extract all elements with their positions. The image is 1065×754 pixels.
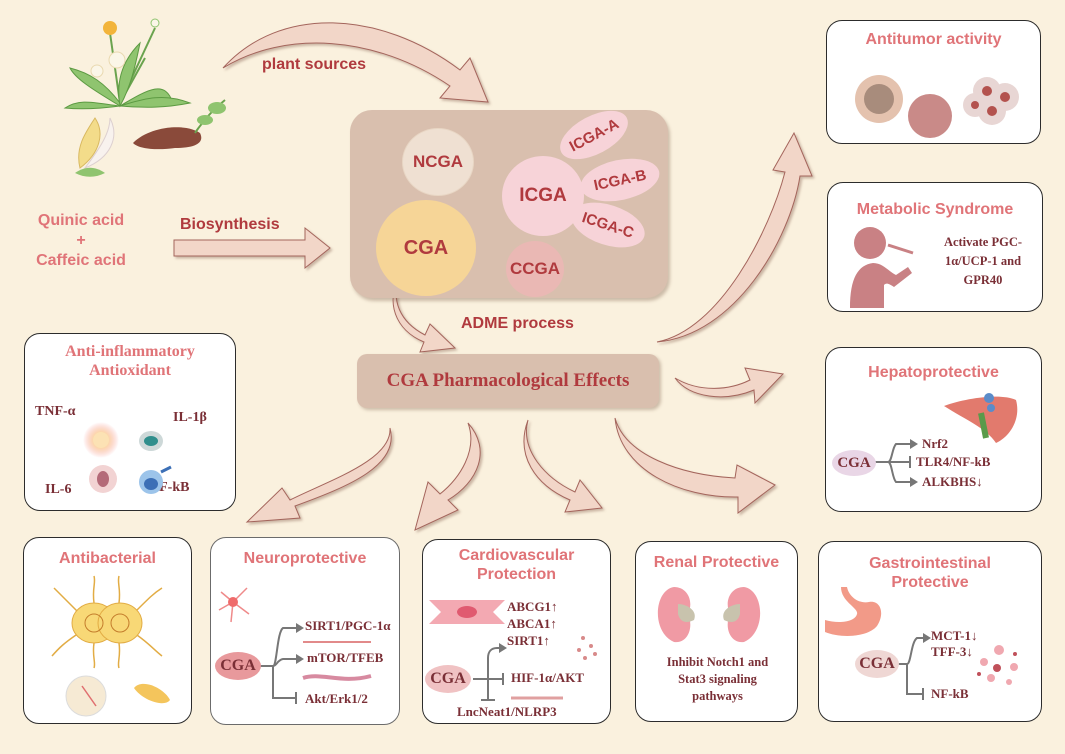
hepato-cga: CGA [832,450,876,476]
plant-illustrations [55,8,235,178]
card-metabolic: Metabolic Syndrome Activate PGC- 1α/UCP-… [827,182,1043,312]
gastro-target-list: MCT-1↓ TFF-3↓ [931,628,977,660]
hub-box: CGA Pharmacological Effects [357,354,659,408]
arrow-to-cardio [523,419,603,513]
gastro-target-mct1: MCT-1↓ [931,628,978,643]
neuro-target-mtor: mTOR/TFEB [307,650,384,665]
antibacterial-title: Antibacterial [59,550,156,567]
arrow-to-antitumor [656,131,813,343]
arrow-to-hepato [674,367,785,405]
card-antibacterial: Antibacterial [23,537,192,724]
cardio-inhibit-hif: HIF-1α/AKT [511,670,584,685]
inflammatory-title-line2: Antioxidant [89,362,171,379]
kidneys-icon [657,587,761,643]
hepato-title: Hepatoprotective [868,364,999,381]
honeysuckle-icon [75,117,115,177]
neuro-target-akt: Akt/Erk1/2 [305,691,368,706]
marker-tnf-alpha: TNF-α [35,404,76,419]
metabolic-text: Activate PGC- 1α/UCP-1 and GPR40 [928,233,1038,290]
cardio-up-abca1: ABCA1↑ [507,616,557,631]
metabolic-text-line2: 1α/UCP-1 and [944,254,1022,268]
cardio-branch-arrows [473,643,563,701]
isomer-ncga: NCGA [402,128,474,196]
card-renal: Renal Protective Inhibit Notch1 and Stat… [635,541,798,722]
cardio-up-list: ABCG1↑ ABCA1↑ SIRT1↑ [507,598,558,649]
immune-cells-icon [83,422,172,494]
neuro-branch-arrows [259,623,372,704]
antitumor-title: Antitumor activity [865,31,1002,48]
person-eating-icon [850,227,914,308]
cardio-title-line2: Protection [476,566,557,583]
card-neuroprotective: Neuroprotective CGA SIRT1/PGC-1α mTOR/TF… [210,537,400,725]
cardio-up-abcg1: ABCG1↑ [507,599,558,614]
metabolic-text-line1: Activate PGC- [943,235,1023,249]
card-gastrointestinal: Gastrointestinal Protective CGA MCT-1↓ T… [818,541,1042,722]
hub-title: CGA Pharmacological Effects [386,370,630,391]
marker-il-6: IL-6 [45,482,72,497]
inflammatory-title: Anti-inflammatory Antioxidant [25,342,235,380]
plant-sources-label: plant sources [262,56,367,73]
arrow-plant-sources [222,22,489,103]
card-hepatoprotective: Hepatoprotective CGA Nrf2 TLR4/NF-kB ALK… [825,347,1042,512]
precursor-caffeic-acid: Caffeic acid [36,252,126,269]
renal-text-line1: Inhibit Notch1 and [666,655,769,669]
metabolic-text-line3: GPR40 [963,273,1003,287]
precursors: Quinic acid + Caffeic acid [26,211,136,271]
isomer-cga: CGA [376,200,476,296]
hepato-target-tlr4: TLR4/NF-kB [916,454,991,469]
bacteria-icon [51,575,170,717]
card-antitumor: Antitumor activity [826,20,1041,144]
neuro-cga: CGA [215,652,261,680]
card-cardiovascular: Cardiovascular Protection CGA ABCG1↑ ABC… [422,539,611,724]
gastro-target-tff3: TFF-3↓ [931,644,973,659]
cardio-title: Cardiovascular Protection [423,546,610,584]
neuron-icon [218,587,250,623]
isomer-ccga: CCGA [506,241,564,297]
biosynthesis-label: Biosynthesis [180,216,280,233]
hepato-target-nrf2: Nrf2 [922,436,948,451]
cardio-cga: CGA [425,665,471,693]
gastro-title-line2: Protective [891,574,969,591]
isomer-icga: ICGA [502,156,584,236]
liver-icon [944,393,1018,443]
precursor-quinic-acid: Quinic acid [37,212,125,229]
cardio-up-sirt1: SIRT1↑ [507,633,550,648]
inflammatory-title-line1: Anti-inflammatory [65,343,195,360]
precursor-plus: + [76,232,86,249]
cardio-title-line1: Cardiovascular [458,547,575,564]
stomach-icon [825,587,1018,685]
gastro-title: Gastrointestinal Protective [819,554,1041,592]
card-anti-inflammatory: Anti-inflammatory Antioxidant TNF-α IL-1… [24,333,236,511]
gastro-target-nfkb: NF-kB [931,686,969,701]
hepato-branch-arrows [874,439,918,487]
metabolic-title: Metabolic Syndrome [856,201,1014,218]
sweet-potato-icon [133,99,226,150]
hepato-target-alkbhs: ALKBHS↓ [922,474,983,489]
neuro-title: Neuroprotective [243,550,367,567]
arrow-to-antibacterial [245,427,392,523]
renal-text-line3: pathways [692,689,743,703]
dandelion-icon [63,18,192,110]
gastro-title-line1: Gastrointestinal [869,555,991,572]
cardio-inhibit-lncneat1: LncNeat1/NLRP3 [457,704,557,719]
renal-text-line2: Stat3 signaling [678,672,757,686]
tumor-cells-icon [855,75,1019,138]
arrow-biosynthesis [173,226,331,270]
gastro-cga: CGA [855,650,899,678]
renal-title: Renal Protective [653,554,780,571]
neuro-target-sirt1: SIRT1/PGC-1α [305,618,391,633]
renal-text: Inhibit Notch1 and Stat3 signaling pathw… [636,654,799,705]
arrow-adme [392,274,457,353]
arrow-to-gastro [614,417,776,515]
adme-label: ADME process [461,315,574,332]
marker-il-1beta: IL-1β [173,410,207,425]
arrow-to-neuro [414,422,481,531]
cardiomyocyte-icon [429,600,597,660]
